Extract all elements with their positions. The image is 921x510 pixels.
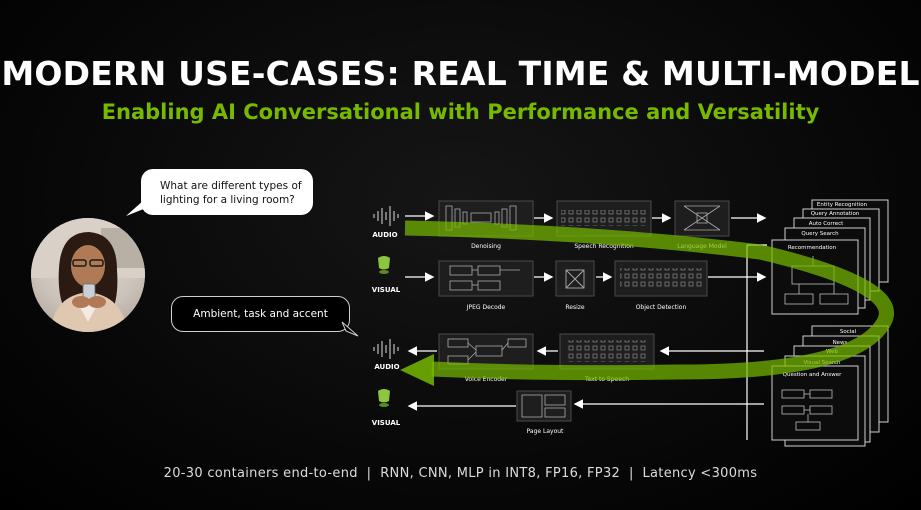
box-text-to-speech	[559, 333, 655, 370]
stack-top-label-3: Auto Correct	[809, 221, 844, 227]
label-resize: Resize	[565, 304, 585, 311]
stack-top-label-1: Entity Recognition	[817, 202, 868, 208]
answer-bubble-tail	[341, 321, 359, 337]
label-speech-recognition: Speech Recognition	[574, 243, 634, 250]
box-object-detection	[614, 260, 708, 297]
slide-title: MODERN USE-CASES: REAL TIME & MULTI-MODE…	[1, 54, 920, 93]
camera-out-icon	[378, 389, 390, 407]
label-denoising: Denoising	[471, 243, 501, 250]
box-page-layout	[516, 390, 572, 422]
flow-arrow	[400, 220, 894, 386]
stack-bottom-label-1: Social	[840, 329, 857, 335]
box-jpeg-decode	[438, 260, 534, 297]
footer-specs: 20-30 containers end-to-end | RNN, CNN, …	[163, 466, 758, 481]
answer-text: Ambient, task and accent	[193, 308, 328, 320]
stack-top-label-5: Recommendation	[788, 245, 837, 251]
service-stack-top: Entity Recognition Query Annotation Auto…	[771, 199, 889, 315]
box-resize	[555, 260, 595, 297]
label-object-detection: Object Detection	[636, 304, 687, 311]
question-bubble-tail	[126, 200, 146, 216]
audio-out-icon	[373, 339, 399, 359]
camera-in-icon	[378, 256, 390, 274]
stack-top-label-4: Query Search	[801, 231, 839, 237]
visual-in-label: VISUAL	[372, 286, 401, 294]
label-voice-encoder: Voice Encoder	[465, 376, 508, 383]
label-jpeg-decode: JPEG Decode	[466, 304, 506, 311]
stack-bottom-label-5: Question and Answer	[783, 372, 842, 378]
question-bubble: What are different types of lighting for…	[141, 169, 313, 215]
label-page-layout: Page Layout	[527, 428, 564, 435]
question-text: What are different types of lighting for…	[160, 180, 302, 206]
visual-out-label: VISUAL	[372, 419, 401, 427]
box-language-model	[674, 200, 730, 237]
answer-bubble: Ambient, task and accent	[171, 296, 350, 332]
stack-bottom-label-2: News	[833, 340, 848, 346]
audio-out-label: AUDIO	[374, 363, 399, 371]
audio-in-icon	[373, 206, 399, 226]
audio-in-label: AUDIO	[372, 231, 397, 239]
stack-top-label-2: Query Annotation	[811, 211, 860, 217]
slide-subtitle: Enabling AI Conversational with Performa…	[101, 100, 820, 124]
